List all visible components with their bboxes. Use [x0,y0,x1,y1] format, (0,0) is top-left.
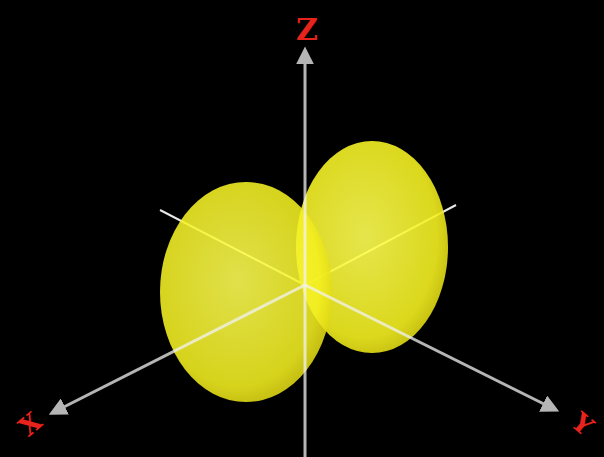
axis-label: Z [296,15,318,45]
z-axis [304,50,307,457]
axis-label: X [14,408,46,441]
y-axis [305,285,556,410]
x-axis [52,285,305,413]
axis-label: Y [567,408,598,440]
